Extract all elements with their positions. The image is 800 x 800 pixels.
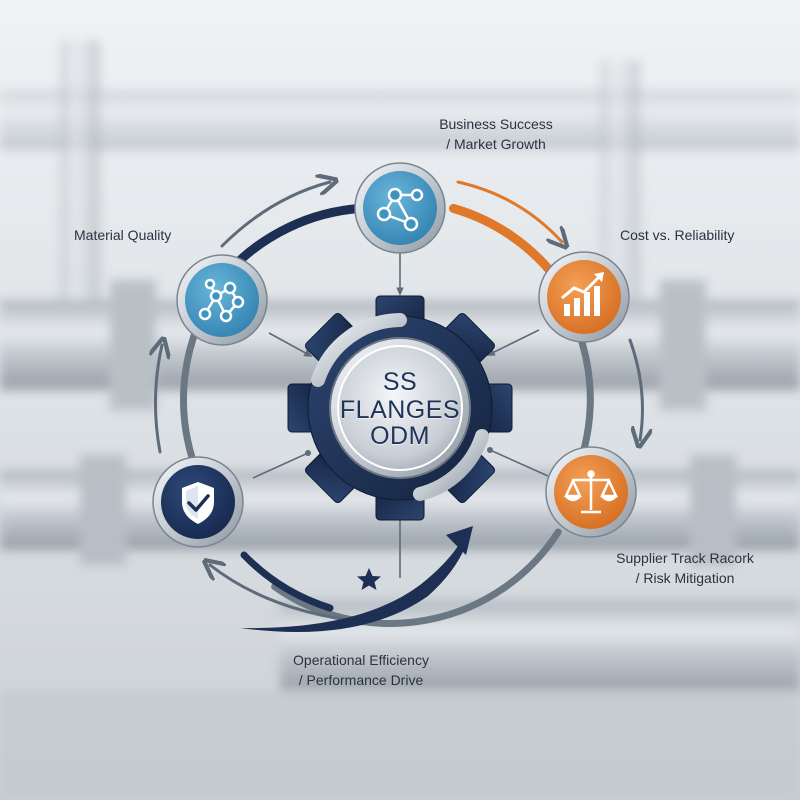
supplier-risk-node: [545, 446, 637, 538]
business-success-node: [354, 162, 446, 254]
molecule-icon: [198, 278, 245, 323]
operational-efficiency-line2: / Performance Drive: [298, 672, 424, 688]
operational-efficiency-line1: Operational Efficiency: [293, 652, 429, 668]
shield-check-icon: [182, 482, 214, 524]
material-quality-label: Material Quality: [74, 225, 171, 245]
performance-swoosh-arrow: [240, 526, 473, 632]
material-quality-line1: Material Quality: [74, 227, 172, 243]
cost-reliability-label: Cost vs. Reliability: [620, 225, 734, 245]
business-success-label: Business Success / Market Growth: [416, 114, 576, 154]
star-icon: [357, 568, 381, 590]
business-success-line1: Business Success: [439, 116, 553, 132]
center-line-2: FLANGES: [339, 396, 461, 424]
balance-scale-icon: [564, 470, 618, 514]
supplier-risk-line1: Supplier Track Racork: [616, 550, 754, 566]
cost-reliability-line1: Cost vs. Reliability: [620, 227, 735, 243]
network-nodes-icon: [376, 187, 424, 232]
business-success-line2: / Market Growth: [446, 136, 546, 152]
central-gear-icon: [287, 295, 513, 521]
cost-reliability-node: [538, 251, 630, 343]
growth-chart-icon: [561, 272, 604, 316]
quality-shield-node: [152, 456, 244, 548]
center-line-1: SS: [382, 368, 418, 396]
center-title: SS FLANGES ODM: [320, 369, 480, 449]
center-line-3: ODM: [370, 422, 430, 450]
supplier-risk-line2: / Risk Mitigation: [635, 570, 735, 586]
supplier-risk-label: Supplier Track Racork / Risk Mitigation: [600, 548, 770, 588]
inner-connectors: [252, 252, 549, 578]
operational-efficiency-label: Operational Efficiency / Performance Dri…: [286, 650, 436, 690]
material-quality-node: [176, 254, 268, 346]
